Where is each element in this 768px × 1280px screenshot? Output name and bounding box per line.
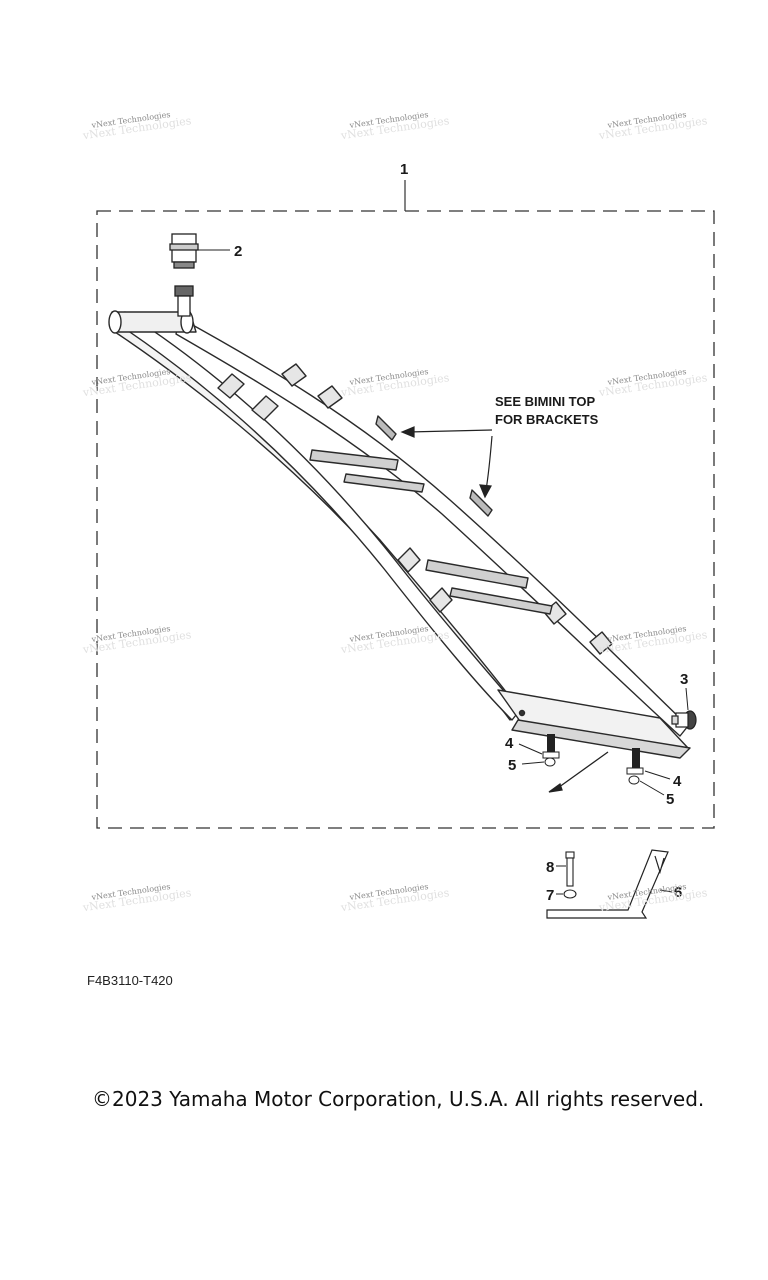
callout-4-left: 4 bbox=[505, 735, 514, 752]
note-line-1: SEE BIMINI TOP bbox=[495, 394, 595, 409]
leader-line-4b bbox=[644, 770, 671, 780]
leader-line-3 bbox=[685, 687, 689, 711]
callout-3: 3 bbox=[680, 671, 688, 688]
stud-left bbox=[542, 734, 560, 767]
leader-line-5b bbox=[639, 780, 665, 796]
bolt-part-8 bbox=[565, 851, 575, 887]
callout-4-right: 4 bbox=[673, 773, 682, 790]
washer-part-7 bbox=[563, 889, 577, 899]
callout-2: 2 bbox=[234, 243, 242, 260]
stud-right bbox=[626, 748, 644, 785]
mount-bracket-part-6 bbox=[546, 849, 669, 919]
callout-7: 7 bbox=[546, 887, 554, 904]
leader-line-6 bbox=[659, 889, 673, 893]
leader-line-5a bbox=[521, 761, 545, 765]
watermark-layer: vNext Technologies vNext Technologies vN… bbox=[81, 110, 708, 914]
callout-8: 8 bbox=[546, 859, 554, 876]
leader-line-4a bbox=[518, 743, 543, 755]
callout-5-right: 5 bbox=[666, 791, 674, 808]
callout-6: 6 bbox=[674, 884, 682, 901]
callout-5-left: 5 bbox=[508, 757, 516, 774]
antenna-rod bbox=[548, 751, 609, 793]
top-cap-part-2 bbox=[169, 233, 199, 317]
callout-1: 1 bbox=[400, 161, 408, 178]
copyright-notice: ©2023 Yamaha Motor Corporation, U.S.A. A… bbox=[92, 1087, 705, 1111]
wakeboard-tower bbox=[108, 310, 691, 759]
note-line-2: FOR BRACKETS bbox=[495, 412, 599, 427]
note-arrows bbox=[400, 426, 493, 499]
figure-code: F4B3110-T420 bbox=[87, 973, 173, 988]
knob-part-3 bbox=[671, 710, 697, 730]
